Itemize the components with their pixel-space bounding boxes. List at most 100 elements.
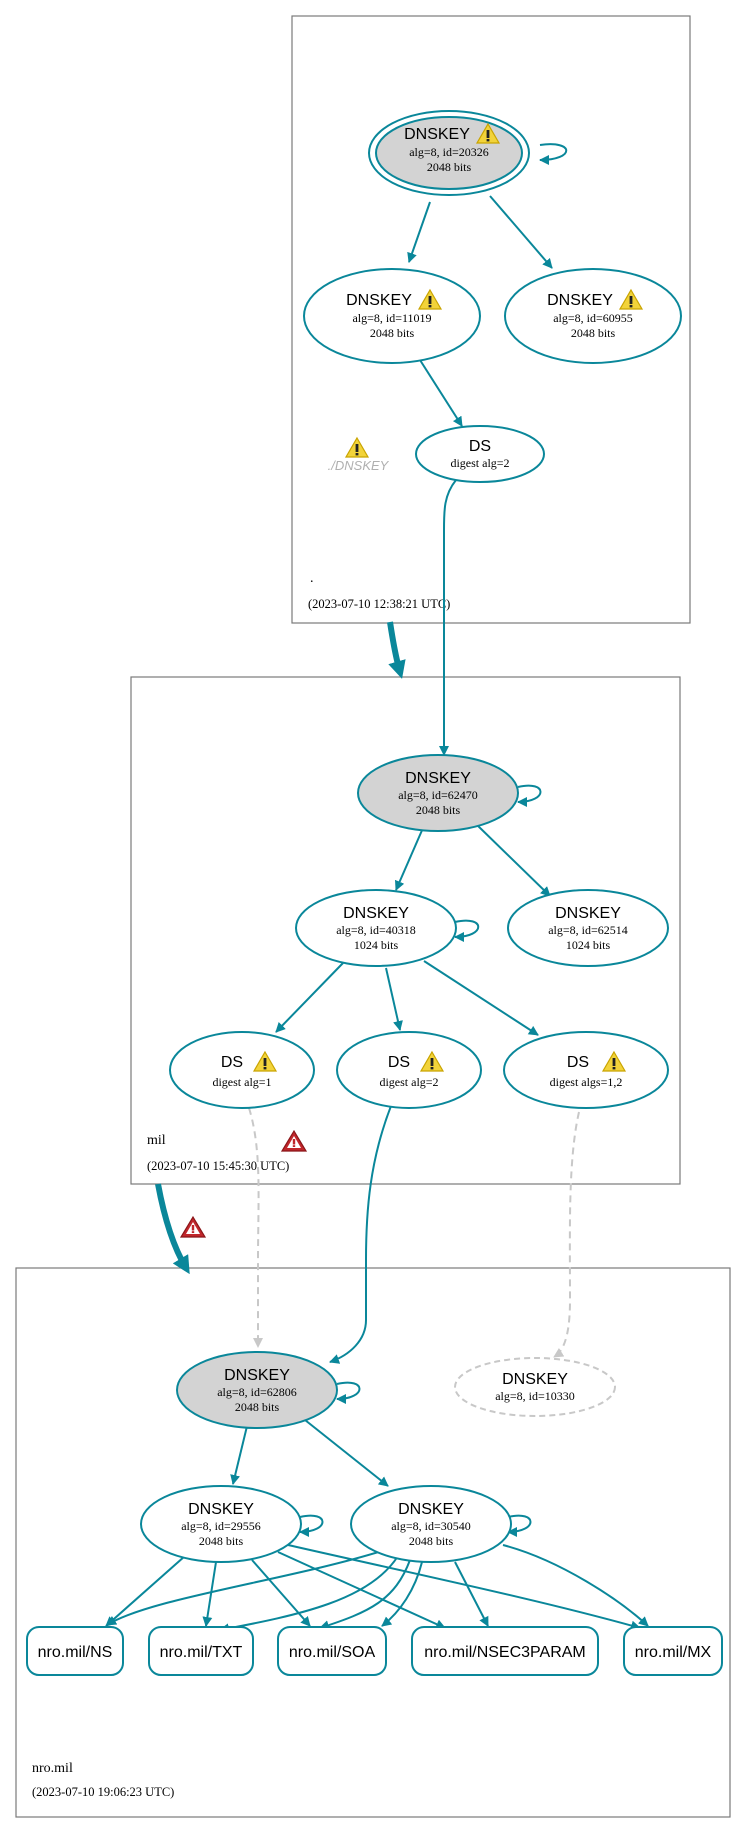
node-detail: alg=8, id=20326 <box>409 145 489 159</box>
node-detail: alg=8, id=40318 <box>336 923 416 937</box>
node-title: DNSKEY <box>398 1501 464 1518</box>
node-detail: alg=8, id=62514 <box>548 923 628 937</box>
edge-mil-ds3-nro-missing <box>553 1111 580 1358</box>
edge-zsk1-mx <box>287 1544 641 1631</box>
node-title: DNSKEY <box>405 770 471 787</box>
zone-name-mil: mil <box>147 1133 166 1148</box>
root-ds-node[interactable]: DS digest alg=2 <box>415 425 545 483</box>
node-title: DNSKEY <box>404 126 470 143</box>
node-detail: 2048 bits <box>370 326 415 340</box>
edge-zsk1-txt <box>202 1561 217 1627</box>
edge-mil-ds2-nro-ksk <box>329 1105 392 1364</box>
edge-zsk2-mx <box>502 1544 649 1627</box>
node-detail: 2048 bits <box>571 326 616 340</box>
node-detail: alg=8, id=62806 <box>217 1385 297 1399</box>
mil-ds2-node[interactable]: DS digest alg=2 <box>336 1031 482 1109</box>
node-title: DNSKEY <box>188 1501 254 1518</box>
edge-root-ds-mil-ksk <box>439 479 457 756</box>
node-detail: digest alg=2 <box>450 456 509 470</box>
root-ksk-node[interactable]: DNSKEY alg=8, id=20326 2048 bits <box>368 110 530 196</box>
rrset-label: nro.mil/SOA <box>289 1644 376 1661</box>
nro-zsk1-node[interactable]: DNSKEY alg=8, id=29556 2048 bits <box>140 1485 302 1563</box>
node-title: DNSKEY <box>502 1371 568 1388</box>
node-detail: 1024 bits <box>566 938 611 952</box>
node-detail: alg=8, id=60955 <box>553 311 633 325</box>
zone-timestamp-root: (2023-07-10 12:38:21 UTC) <box>308 597 450 611</box>
node-detail: digest algs=1,2 <box>550 1075 623 1089</box>
nro-zsk2-node[interactable]: DNSKEY alg=8, id=30540 2048 bits <box>350 1485 512 1563</box>
warning-icon <box>345 437 369 458</box>
error-icon <box>180 1216 206 1238</box>
rrset-soa[interactable]: nro.mil/SOA <box>277 1626 387 1676</box>
node-detail: 2048 bits <box>199 1534 244 1548</box>
root-zsk2-node[interactable]: DNSKEY alg=8, id=60955 2048 bits <box>504 268 682 364</box>
edge-zsk1-soa <box>251 1559 311 1627</box>
node-detail: 2048 bits <box>409 1534 454 1548</box>
node-detail: alg=8, id=11019 <box>352 311 431 325</box>
edge-mil-ds1-nro-ksk <box>248 1107 263 1348</box>
node-title: DS <box>221 1054 243 1071</box>
delegation-mil-nro <box>155 1183 190 1275</box>
mil-ds1-node[interactable]: DS digest alg=1 <box>169 1031 315 1109</box>
node-title: DNSKEY <box>224 1367 290 1384</box>
edge-zsk2-nsec3param <box>454 1561 489 1627</box>
rrset-mx[interactable]: nro.mil/MX <box>623 1626 723 1676</box>
node-title: DNSKEY <box>555 905 621 922</box>
edge-mil-ksk-self <box>517 784 542 807</box>
node-detail: alg=8, id=62470 <box>398 788 478 802</box>
node-detail: alg=8, id=29556 <box>181 1519 261 1533</box>
nro-ksk-node[interactable]: DNSKEY alg=8, id=62806 2048 bits <box>176 1351 338 1429</box>
rrset-txt[interactable]: nro.mil/TXT <box>148 1626 254 1676</box>
node-detail: alg=8, id=10330 <box>495 1389 575 1403</box>
node-title: DNSKEY <box>343 905 409 922</box>
edge-mil-zsk1-ds2 <box>385 967 403 1031</box>
mil-ds3-node[interactable]: DS digest algs=1,2 <box>503 1031 669 1109</box>
edge-mil-zsk1-self <box>454 919 480 942</box>
edge-nro-ksk-zsk2 <box>299 1415 389 1487</box>
root-ghost-dnskey: ./DNSKEY <box>328 437 390 473</box>
edge-zsk1-ns <box>105 1555 186 1627</box>
mil-zsk1-node[interactable]: DNSKEY alg=8, id=40318 1024 bits <box>295 889 457 967</box>
edge-mil-zsk1-ds1 <box>275 962 344 1033</box>
node-title: DS <box>388 1054 410 1071</box>
ghost-dnskey-label: ./DNSKEY <box>328 458 390 473</box>
edge-root-zsk1-ds <box>419 359 463 427</box>
edge-zsk2-txt <box>219 1555 399 1634</box>
edge-mil-ksk-zsk2 <box>474 822 551 897</box>
rrset-label: nro.mil/NSEC3PARAM <box>424 1644 586 1661</box>
edge-root-ksk-zsk1 <box>407 201 431 263</box>
nro-missing-dnskey-node[interactable]: DNSKEY alg=8, id=10330 <box>454 1357 616 1417</box>
zone-name-root: . <box>310 571 314 586</box>
rrset-nsec3param[interactable]: nro.mil/NSEC3PARAM <box>411 1626 599 1676</box>
node-detail: digest alg=2 <box>379 1075 438 1089</box>
mil-ksk-node[interactable]: DNSKEY alg=8, id=62470 2048 bits <box>357 754 519 832</box>
edge-nro-ksk-self <box>336 1381 361 1404</box>
root-zsk1-node[interactable]: DNSKEY alg=8, id=11019 2048 bits <box>303 268 481 364</box>
zone-timestamp-nro: (2023-07-10 19:06:23 UTC) <box>32 1785 174 1799</box>
edge-zsk2-soa-b <box>381 1561 423 1627</box>
zone-box-nro <box>15 1267 731 1818</box>
edge-root-ksk-self <box>539 143 568 165</box>
zone-name-nro: nro.mil <box>32 1761 73 1776</box>
node-detail: 2048 bits <box>427 160 472 174</box>
edge-nro-zsk2-self <box>507 1514 532 1537</box>
delegation-root-mil <box>387 621 406 679</box>
zone-timestamp-mil: (2023-07-10 15:45:30 UTC) <box>147 1159 289 1173</box>
edge-mil-zsk1-ds3 <box>423 960 539 1036</box>
node-detail: digest alg=1 <box>212 1075 271 1089</box>
rrset-label: nro.mil/MX <box>635 1644 712 1661</box>
node-title: DNSKEY <box>547 292 613 309</box>
edge-nro-zsk1-self <box>299 1514 324 1537</box>
rrset-label: nro.mil/TXT <box>160 1644 243 1661</box>
node-detail: 2048 bits <box>235 1400 280 1414</box>
rrset-ns[interactable]: nro.mil/NS <box>26 1626 124 1676</box>
node-detail: alg=8, id=30540 <box>391 1519 471 1533</box>
mil-zsk2-node[interactable]: DNSKEY alg=8, id=62514 1024 bits <box>507 889 669 967</box>
error-icon <box>281 1130 307 1152</box>
node-title: DS <box>567 1054 589 1071</box>
node-detail: 2048 bits <box>416 803 461 817</box>
node-title: DS <box>469 438 491 455</box>
edge-root-ksk-zsk2 <box>489 195 553 269</box>
edge-mil-ksk-zsk1 <box>395 827 424 891</box>
